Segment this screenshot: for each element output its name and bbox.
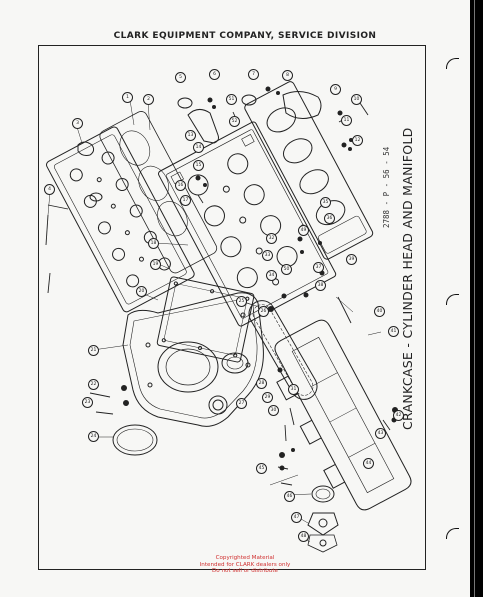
callout-bubble: 20 [136,286,147,297]
callout-bubble: 48 [298,531,309,542]
callout-bubble: 39 [346,254,357,265]
binder-hole-mark [446,294,459,305]
callout-bubble: 28 [256,378,267,389]
head-gasket-part [46,126,195,313]
o-ring-part [112,424,158,456]
callout-bubble: 13 [185,130,196,141]
callout-bubble: 33 [262,250,273,261]
callout-bubble: 31 [288,384,299,395]
breather-tube-part [177,91,322,144]
callout-bubble: 18 [148,238,159,249]
callout-bubble: 44 [363,458,374,469]
callout-bubble: 38 [315,280,326,291]
page-header: CLARK EQUIPMENT COMPANY, SERVICE DIVISIO… [113,31,377,41]
figure-frame [38,45,426,570]
callout-bubble: 16 [175,180,186,191]
callout-bubble: 6 [209,69,220,80]
callout-bubble: 47 [291,512,302,523]
callout-bubble: 1 [122,92,133,103]
callout-bubble: 36 [324,213,335,224]
callout-bubble: 46 [284,491,295,502]
callout-bubble: 29 [262,392,273,403]
callout-bubble: 19 [150,259,161,270]
callout-bubble: 9 [330,84,341,95]
cover-gasket-part [156,276,255,363]
callout-bubble: 12 [352,135,363,146]
callout-bubble: 21 [88,345,99,356]
callout-bubble: 37 [313,262,324,273]
callout-bubble: 14 [193,142,204,153]
binder-hole-mark [446,528,459,539]
gasket-part [99,111,218,274]
manual-page: CLARK EQUIPMENT COMPANY, SERVICE DIVISIO… [0,0,470,597]
callout-bubble: 5 [175,72,186,83]
callout-bubble: 4 [44,184,55,195]
seal-ring-part [221,352,249,374]
watermark-line: Copyrighted Material [215,555,275,561]
cylinder-head-part [158,121,337,327]
watermark-line: Intended for CLARK dealers only [199,561,291,568]
cap-clip-part [47,141,103,210]
callout-bubble: 41 [388,326,399,337]
callout-bubble: 15 [193,160,204,171]
figure-code: 2788 - P - 56 - 54 [382,146,391,228]
scan-edge [470,0,483,597]
nuts-washers-part [121,86,398,471]
callout-bubble: 32 [266,233,277,244]
callout-bubble: 2 [143,94,154,105]
callout-bubble: 23 [82,397,93,408]
callout-bubble: 52 [229,116,240,127]
callout-bubble: 8 [282,70,293,81]
figure-title: CRANKCASE - CYLINDER HEAD AND MANIFOLD [400,127,415,430]
callout-bubble: 26 [258,306,269,317]
watermark-line: Do not sell or distribute [212,568,278,575]
callout-bubble: 3 [72,118,83,129]
callout-bubble: 7 [248,69,259,80]
callout-bubble: 11 [341,115,352,126]
callout-bubble: 27 [236,398,247,409]
callout-bubble: 43 [375,428,386,439]
callout-bubble: 35 [320,197,331,208]
manifold-plate-part [244,81,374,260]
callout-bubble: 49 [298,225,309,236]
oval-gasket-part [248,300,318,400]
callout-bubble: 50 [281,264,292,275]
callout-bubble: 24 [88,431,99,442]
callout-bubble: 30 [268,405,279,416]
exhaust-manifold-part [274,319,412,511]
callout-bubble: 10 [351,94,362,105]
outlet-flange-part [307,485,339,553]
callout-bubble: 40 [374,306,385,317]
callout-bubble: 51 [226,94,237,105]
callout-bubble: 45 [256,463,267,474]
leader-lines [47,99,382,543]
callout-bubble: 22 [88,379,99,390]
callout-bubble: 17 [180,195,191,206]
callout-bubble: 25 [236,296,247,307]
callout-bubble: 34 [266,270,277,281]
callout-bubble: 42 [393,410,404,421]
binder-hole-mark [446,58,459,69]
copyright-watermark: Copyrighted Material Intended for CLARK … [180,555,310,575]
